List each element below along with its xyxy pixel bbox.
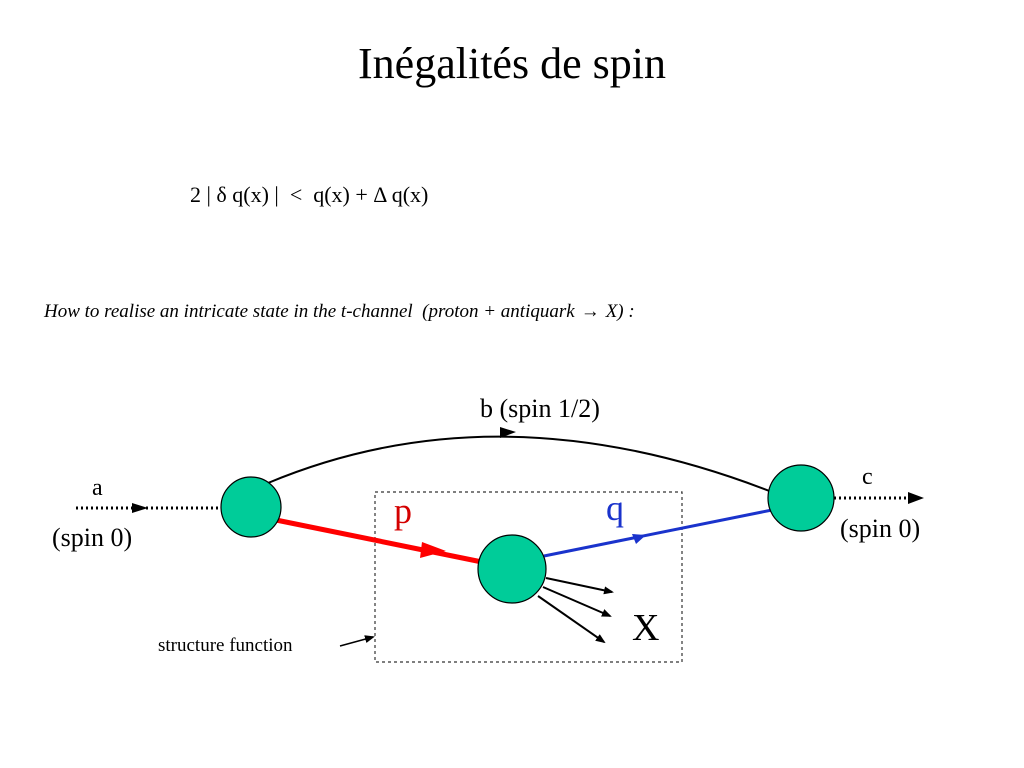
subtitle-question: How to realise an intricate state in the… [44, 301, 635, 323]
label-c-spin: (spin 0) [840, 514, 921, 543]
vertex-left [220, 476, 282, 538]
subtitle-text-before: How to realise an intricate state in the… [44, 301, 575, 322]
particle-b-curve [267, 435, 773, 493]
x-line-2 [542, 586, 612, 617]
proton-line [275, 517, 483, 565]
right-arrow-icon: → [580, 301, 600, 322]
x-line-3 [537, 595, 606, 644]
slide-title: Inégalités de spin [358, 39, 666, 88]
label-x: X [632, 607, 660, 649]
vertex-right [767, 464, 835, 532]
label-p: p [394, 491, 412, 531]
quark-line [543, 508, 773, 558]
spin-inequality-formula: 2 | δ q(x) | < q(x) + Δ q(x) [190, 182, 429, 207]
particle-c-arrow-icon [908, 492, 924, 504]
quark-arrow-icon [632, 534, 646, 544]
label-a: a [92, 475, 103, 501]
label-structure-function: structure function [158, 635, 293, 656]
label-a-spin: (spin 0) [52, 523, 133, 552]
label-b-spin: b (spin 1/2) [480, 394, 600, 423]
particle-a-arrow-icon [132, 503, 148, 513]
label-q: q [606, 488, 624, 528]
proton-arrow-icon [420, 542, 446, 558]
label-c: c [862, 464, 873, 490]
particle-b-arrow-icon [500, 427, 516, 438]
structure-function-pointer [339, 635, 375, 647]
x-line-1 [545, 577, 614, 595]
subtitle-text-after: X) : [605, 301, 635, 322]
structure-function-box [374, 491, 683, 663]
vertex-center [477, 534, 547, 604]
